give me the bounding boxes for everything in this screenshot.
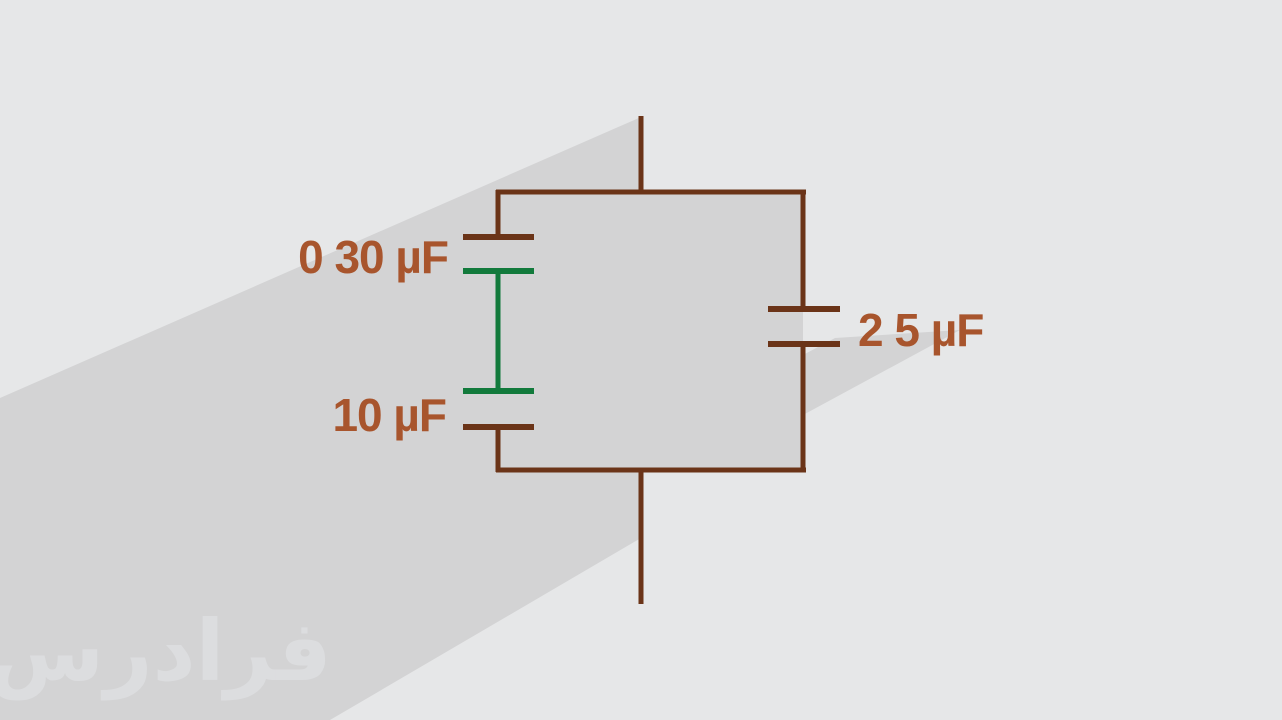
watermark-logo: فرادرس [0, 602, 332, 701]
long-shadow [0, 117, 960, 720]
capacitor-1-label: 0 30 µF [298, 231, 448, 283]
capacitor-2-label: 10 µF [332, 389, 446, 441]
capacitor-3-label: 2 5 µF [858, 304, 983, 356]
circuit [463, 116, 840, 604]
